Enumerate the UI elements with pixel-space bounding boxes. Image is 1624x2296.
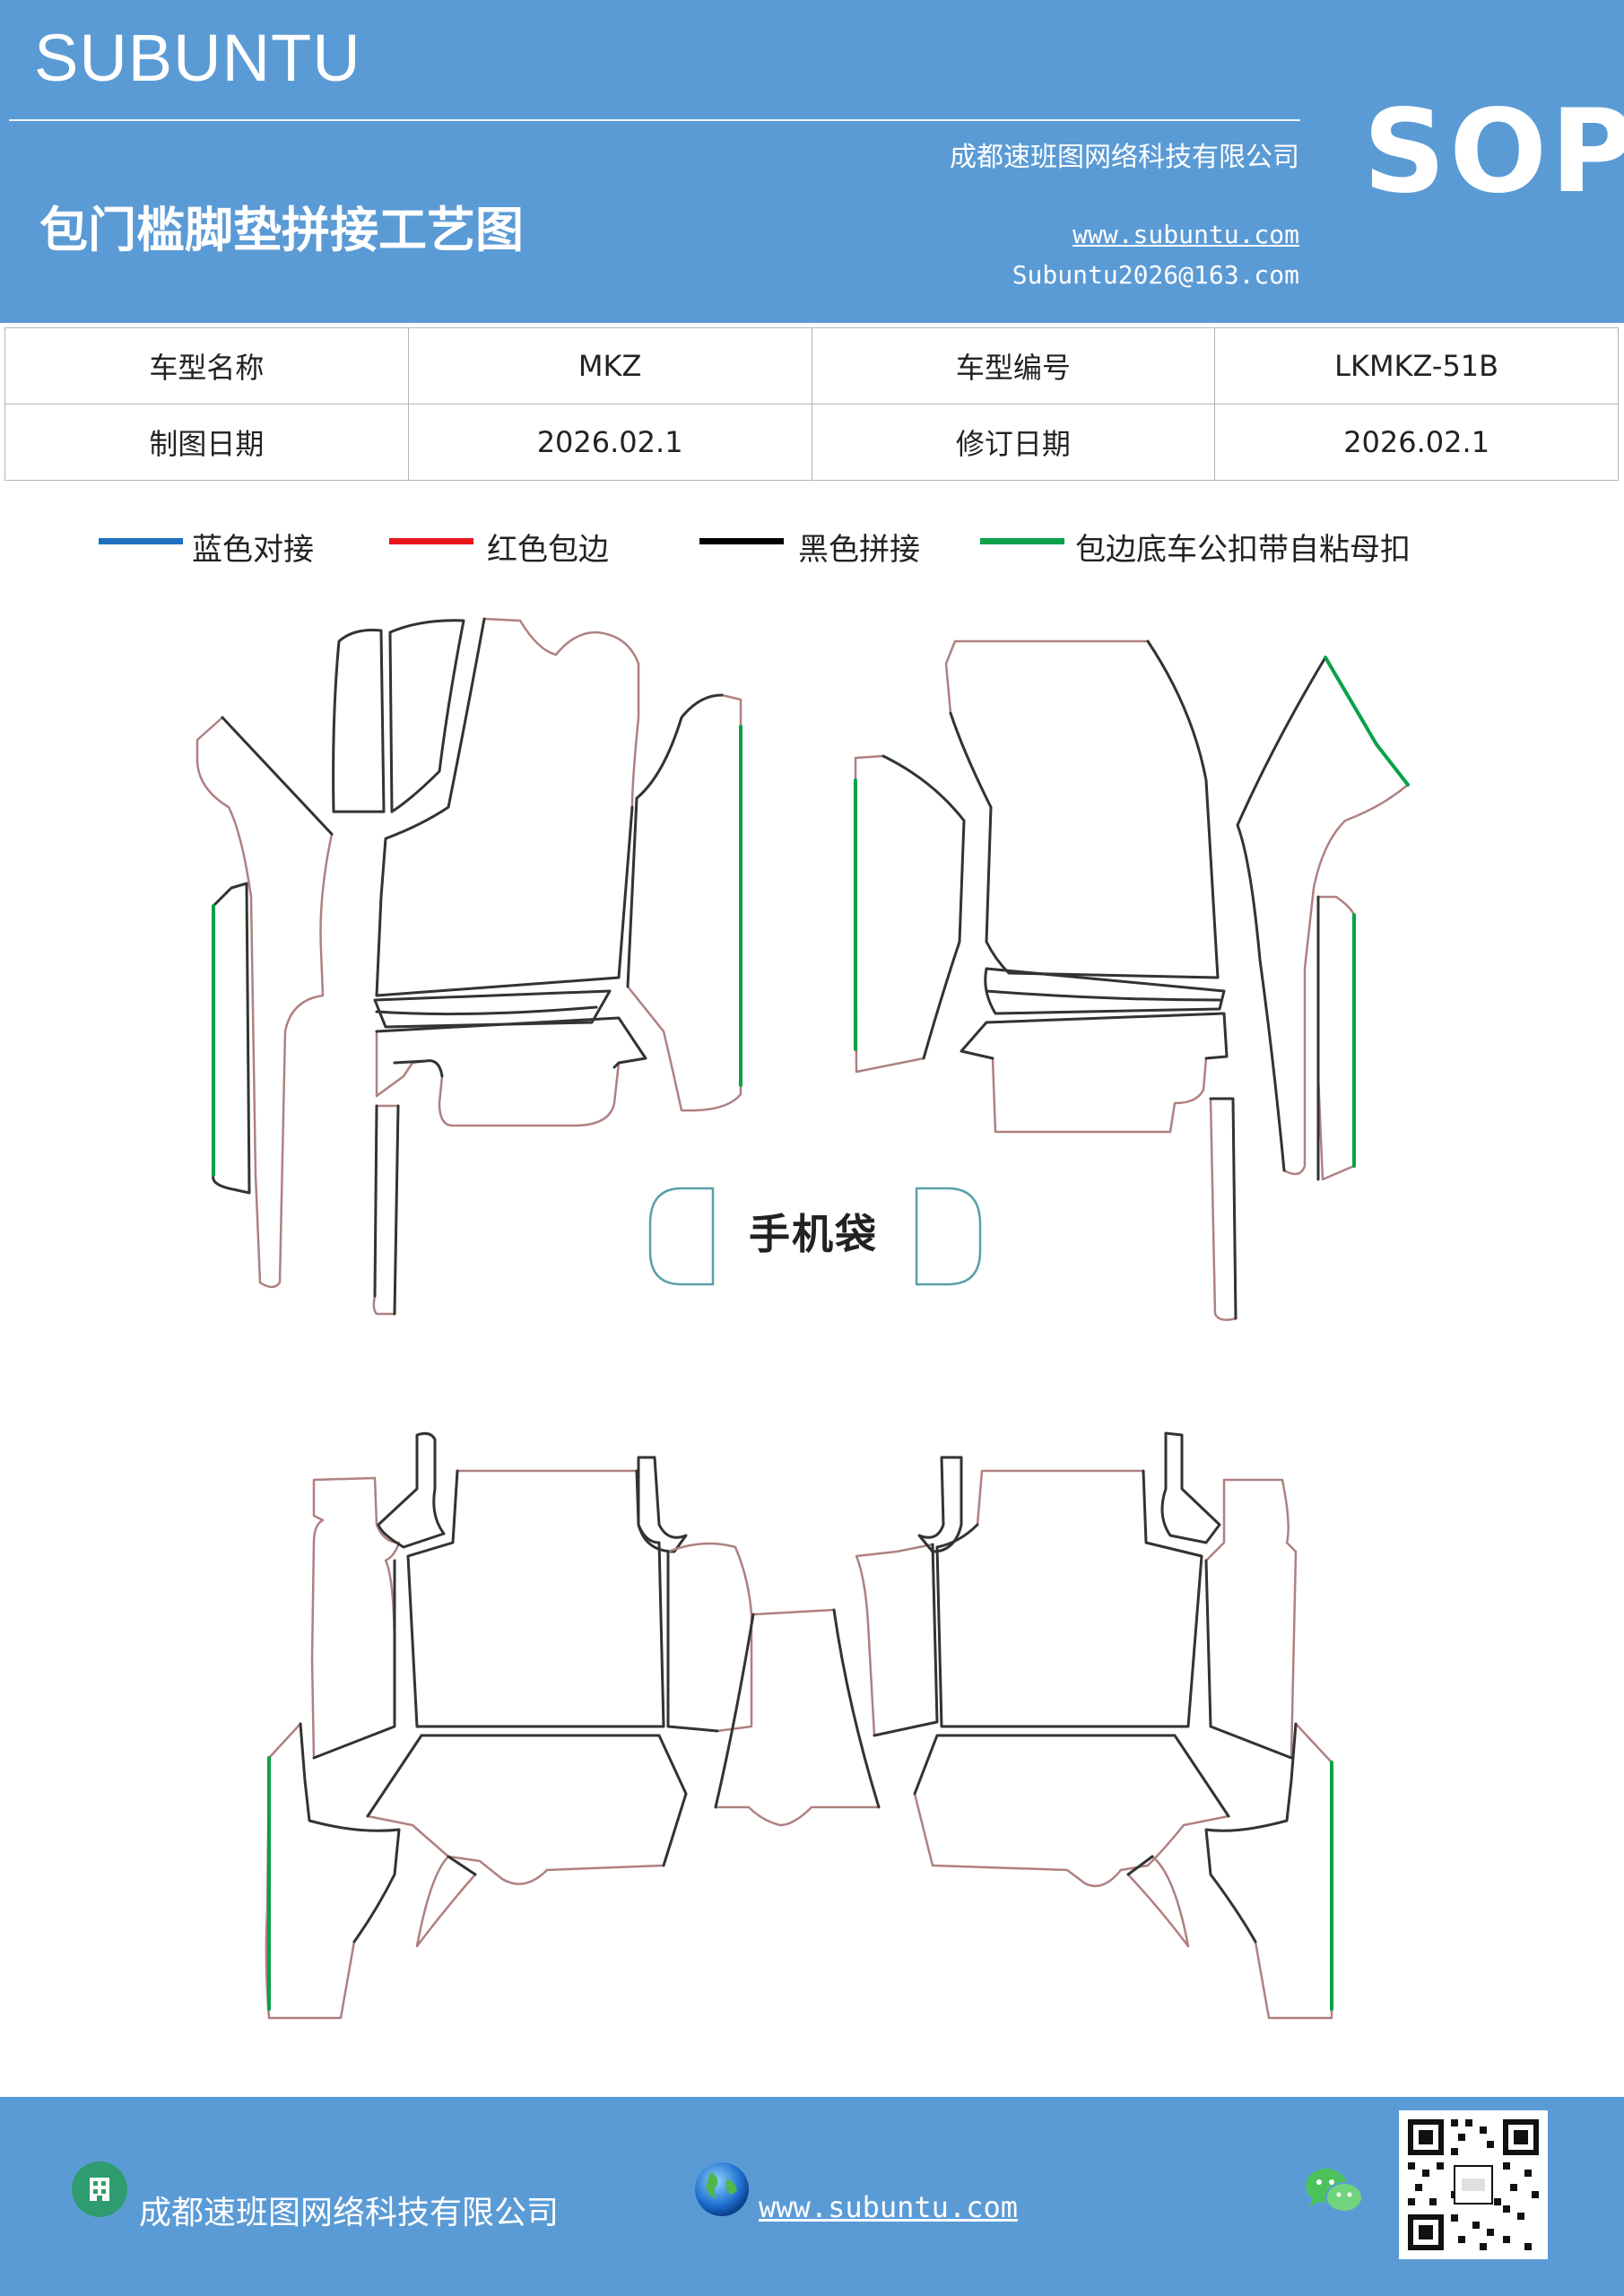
- mat-seam: [1236, 656, 1327, 1172]
- legend-label-red: 红色包边: [487, 532, 609, 568]
- mat-piece: [960, 1012, 1229, 1134]
- email-address: Subuntu2026@163.com: [1012, 260, 1299, 290]
- mat-piece: [212, 882, 251, 1195]
- header-banner: SUBUNTU 成都速班图网络科技有限公司 包门槛脚垫拼接工艺图 www.sub…: [0, 0, 1624, 323]
- model-name-value: MKZ: [407, 327, 812, 404]
- mat-piece: [265, 1722, 401, 2020]
- globe-icon: [692, 2160, 751, 2219]
- front-right-mats: [854, 639, 1410, 1321]
- revise-date-label: 修订日期: [811, 404, 1216, 481]
- mat-seam: [366, 1734, 688, 1867]
- model-code-value: LKMKZ-51B: [1214, 327, 1619, 404]
- website-link[interactable]: www.subuntu.com: [1073, 220, 1299, 249]
- header-divider: [9, 119, 1300, 121]
- mat-piece: [310, 1476, 401, 1760]
- legend-swatch-blue: [99, 538, 183, 544]
- footer-banner: 成都速班图网络科技有限公司 www.subuntu.com: [0, 2097, 1624, 2296]
- mat-seam: [312, 1559, 396, 1760]
- mat-seam: [447, 1855, 477, 1876]
- mat-piece: [637, 1456, 688, 1553]
- model-code-label: 车型编号: [811, 327, 1216, 404]
- mat-seam: [949, 639, 1220, 979]
- center-tunnel-mat: [714, 1608, 881, 1827]
- mat-seam: [935, 1469, 1203, 1728]
- mat-piece: [1204, 1478, 1298, 1760]
- mat-seam: [626, 693, 724, 988]
- mat-seam: [714, 1608, 881, 1809]
- mat-seam: [960, 1012, 1229, 1060]
- mat-piece: [366, 1734, 688, 1885]
- rear-left-mats: [265, 1431, 753, 2020]
- footer-company-name: 成都速班图网络科技有限公司: [139, 2195, 560, 2231]
- page-title: 包门槛脚垫拼接工艺图: [39, 201, 524, 258]
- velcro-edge: [1324, 656, 1410, 787]
- mat-seam: [373, 1104, 400, 1316]
- mat-seam: [913, 1734, 1230, 1818]
- mat-seam: [881, 754, 966, 1060]
- draw-date-label: 制图日期: [4, 404, 409, 481]
- mat-piece: [406, 1469, 665, 1728]
- legend: 蓝色对接 红色包边 黑色拼接 包边底车公扣带自粘母扣: [0, 525, 1624, 570]
- model-name-label: 车型名称: [4, 327, 409, 404]
- sop-badge: SOP: [1363, 85, 1624, 219]
- revise-date-value: 2026.02.1: [1214, 404, 1619, 481]
- legend-label-green: 包边底车公扣带自粘母扣: [1075, 532, 1411, 568]
- legend-swatch-green: [980, 538, 1064, 544]
- mat-seam: [375, 1016, 647, 1078]
- mat-seam: [1209, 1097, 1238, 1320]
- mat-piece: [377, 1431, 446, 1549]
- mat-piece: [388, 619, 465, 813]
- phone-pocket-label: 手机袋: [749, 1210, 878, 1258]
- mat-seam: [873, 1543, 939, 1737]
- mat-piece: [1126, 1855, 1190, 1948]
- mat-piece: [1204, 1722, 1333, 2020]
- vehicle-info-table: 车型名称 MKZ 车型编号 LKMKZ-51B 制图日期 2026.02.1 修…: [4, 327, 1619, 481]
- draw-date-value: 2026.02.1: [407, 404, 812, 481]
- front-left-mats: [195, 617, 743, 1316]
- legend-swatch-red: [389, 538, 473, 544]
- mat-seam: [299, 1722, 401, 1944]
- mat-piece: [375, 1016, 647, 1127]
- phone-pocket-right: [915, 1187, 982, 1286]
- mat-piece: [1160, 1431, 1221, 1544]
- legend-swatch-black: [699, 538, 784, 544]
- mat-piece: [666, 1542, 753, 1733]
- mat-piece: [1209, 1097, 1238, 1321]
- mat-piece: [626, 693, 743, 1112]
- mat-piece: [913, 1734, 1230, 1888]
- building-icon: [72, 2161, 127, 2217]
- legend-label-black: 黑色拼接: [798, 532, 920, 568]
- company-name: 成都速班图网络科技有限公司: [950, 142, 1299, 173]
- brand-name: SUBUNTU: [34, 21, 361, 95]
- mat-seam: [1204, 1559, 1293, 1760]
- wechat-icon: [1302, 2164, 1367, 2218]
- mat-piece: [917, 1456, 963, 1553]
- mat-seam: [1126, 1855, 1154, 1876]
- mat-splicing-diagram: [195, 617, 1410, 2020]
- table-row: 制图日期 2026.02.1 修订日期 2026.02.1: [4, 404, 1619, 481]
- mat-piece: [984, 967, 1226, 1015]
- qr-code: [1399, 2110, 1548, 2259]
- rear-right-mats: [855, 1431, 1333, 2020]
- phone-pockets: [648, 1187, 982, 1286]
- mat-piece: [332, 629, 386, 813]
- mat-seam: [1204, 1722, 1298, 1944]
- mat-piece: [195, 716, 334, 1289]
- mat-piece: [855, 1543, 939, 1737]
- mat-seam: [406, 1469, 665, 1728]
- legend-label-blue: 蓝色对接: [192, 532, 314, 568]
- mat-piece: [373, 989, 612, 1029]
- mat-piece: [1316, 895, 1356, 1181]
- mat-piece: [375, 617, 640, 997]
- mat-seam: [666, 1550, 719, 1733]
- table-row: 车型名称 MKZ 车型编号 LKMKZ-51B: [4, 327, 1619, 404]
- phone-pocket-left: [648, 1187, 715, 1286]
- mat-seam: [375, 617, 634, 997]
- mat-seam: [221, 716, 334, 836]
- mat-piece: [1236, 656, 1410, 1176]
- footer-website-link[interactable]: www.subuntu.com: [759, 2190, 1018, 2224]
